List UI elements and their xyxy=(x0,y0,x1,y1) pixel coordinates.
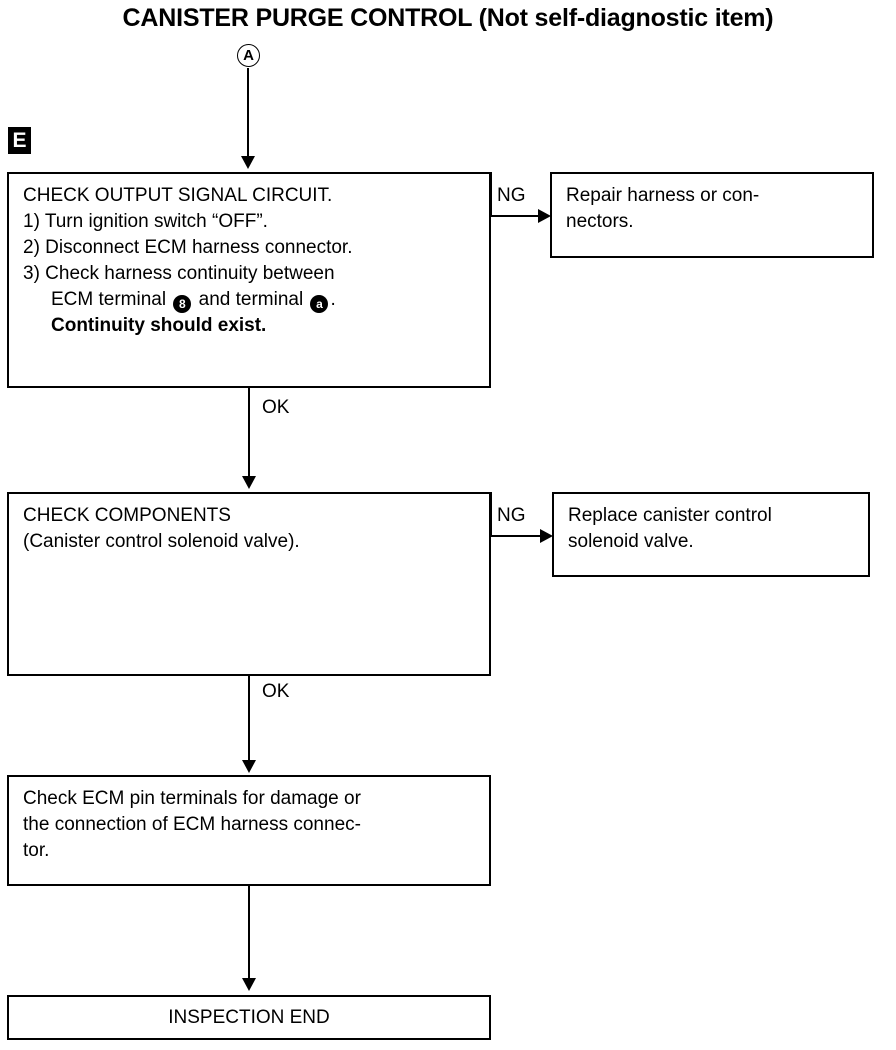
check-output-heading: CHECK OUTPUT SIGNAL CIRCUIT. xyxy=(23,185,333,206)
terminal-circle-a: a xyxy=(310,295,329,313)
arrowhead-check-output-ok xyxy=(242,476,256,489)
connector-check-components-ng-horizontal xyxy=(490,535,544,537)
box-replace-canister-control-solenoid-valve: Replace canister control solenoid valve. xyxy=(552,492,870,577)
connector-check-output-ok xyxy=(248,388,250,478)
edge-label-ng-2: NG xyxy=(497,505,526,526)
check-pins-line-2: the connection of ECM harness connec- xyxy=(23,814,361,835)
page-title: CANISTER PURGE CONTROL (Not self-diagnos… xyxy=(122,4,774,32)
check-output-step-1: 1) Turn ignition switch “OFF”. xyxy=(23,211,268,232)
box-repair-harness-or-connectors: Repair harness or con- nectors. xyxy=(550,172,874,258)
arrowhead-a-to-check-output xyxy=(241,156,255,169)
connector-check-output-ng-vertical xyxy=(490,172,492,217)
check-pins-line-1: Check ECM pin terminals for damage or xyxy=(23,788,361,809)
connector-check-components-ng-vertical xyxy=(490,492,492,537)
section-badge-e: E xyxy=(8,127,31,154)
connector-check-pins-to-end xyxy=(248,886,250,980)
box-check-output-signal-circuit: CHECK OUTPUT SIGNAL CIRCUIT. 1) Turn ign… xyxy=(7,172,491,388)
connector-marker-a: A xyxy=(237,44,260,67)
repair-line-1: Repair harness or con- xyxy=(566,185,760,206)
terminal-circle-8: 8 xyxy=(173,295,192,313)
repair-line-2: nectors. xyxy=(566,211,634,232)
connector-check-output-ng-horizontal xyxy=(490,215,542,217)
check-output-step-3-continued: ECM terminal 8 and terminal a. xyxy=(23,287,489,313)
step-3-text-after-terminal: . xyxy=(330,289,336,310)
inspection-end-label: INSPECTION END xyxy=(168,1006,330,1028)
check-output-step-3: 3) Check harness continuity between xyxy=(23,263,335,284)
box-inspection-end: INSPECTION END xyxy=(7,995,491,1040)
check-components-line-2: (Canister control solenoid valve). xyxy=(23,531,300,552)
arrowhead-check-components-ok xyxy=(242,760,256,773)
edge-label-ng-1: NG xyxy=(497,185,526,206)
connector-check-components-ok xyxy=(248,676,250,762)
arrowhead-check-components-ng xyxy=(540,529,553,543)
connector-a-to-check-output xyxy=(247,68,249,158)
check-pins-line-3: tor. xyxy=(23,840,50,861)
arrowhead-check-output-ng xyxy=(538,209,551,223)
check-components-line-1: CHECK COMPONENTS xyxy=(23,505,231,526)
box-check-ecm-pin-terminals: Check ECM pin terminals for damage or th… xyxy=(7,775,491,886)
replace-line-2: solenoid valve. xyxy=(568,531,694,552)
edge-label-ok-2: OK xyxy=(262,681,290,702)
replace-line-1: Replace canister control xyxy=(568,505,772,526)
box-check-components: CHECK COMPONENTS (Canister control solen… xyxy=(7,492,491,676)
check-output-step-2: 2) Disconnect ECM harness connector. xyxy=(23,237,353,258)
step-3-text-between-terminals: and terminal xyxy=(198,289,304,310)
edge-label-ok-1: OK xyxy=(262,397,290,418)
step-3-text-before-terminal: ECM terminal xyxy=(51,289,167,310)
check-output-result: Continuity should exist. xyxy=(51,315,267,336)
arrowhead-check-pins-to-end xyxy=(242,978,256,991)
